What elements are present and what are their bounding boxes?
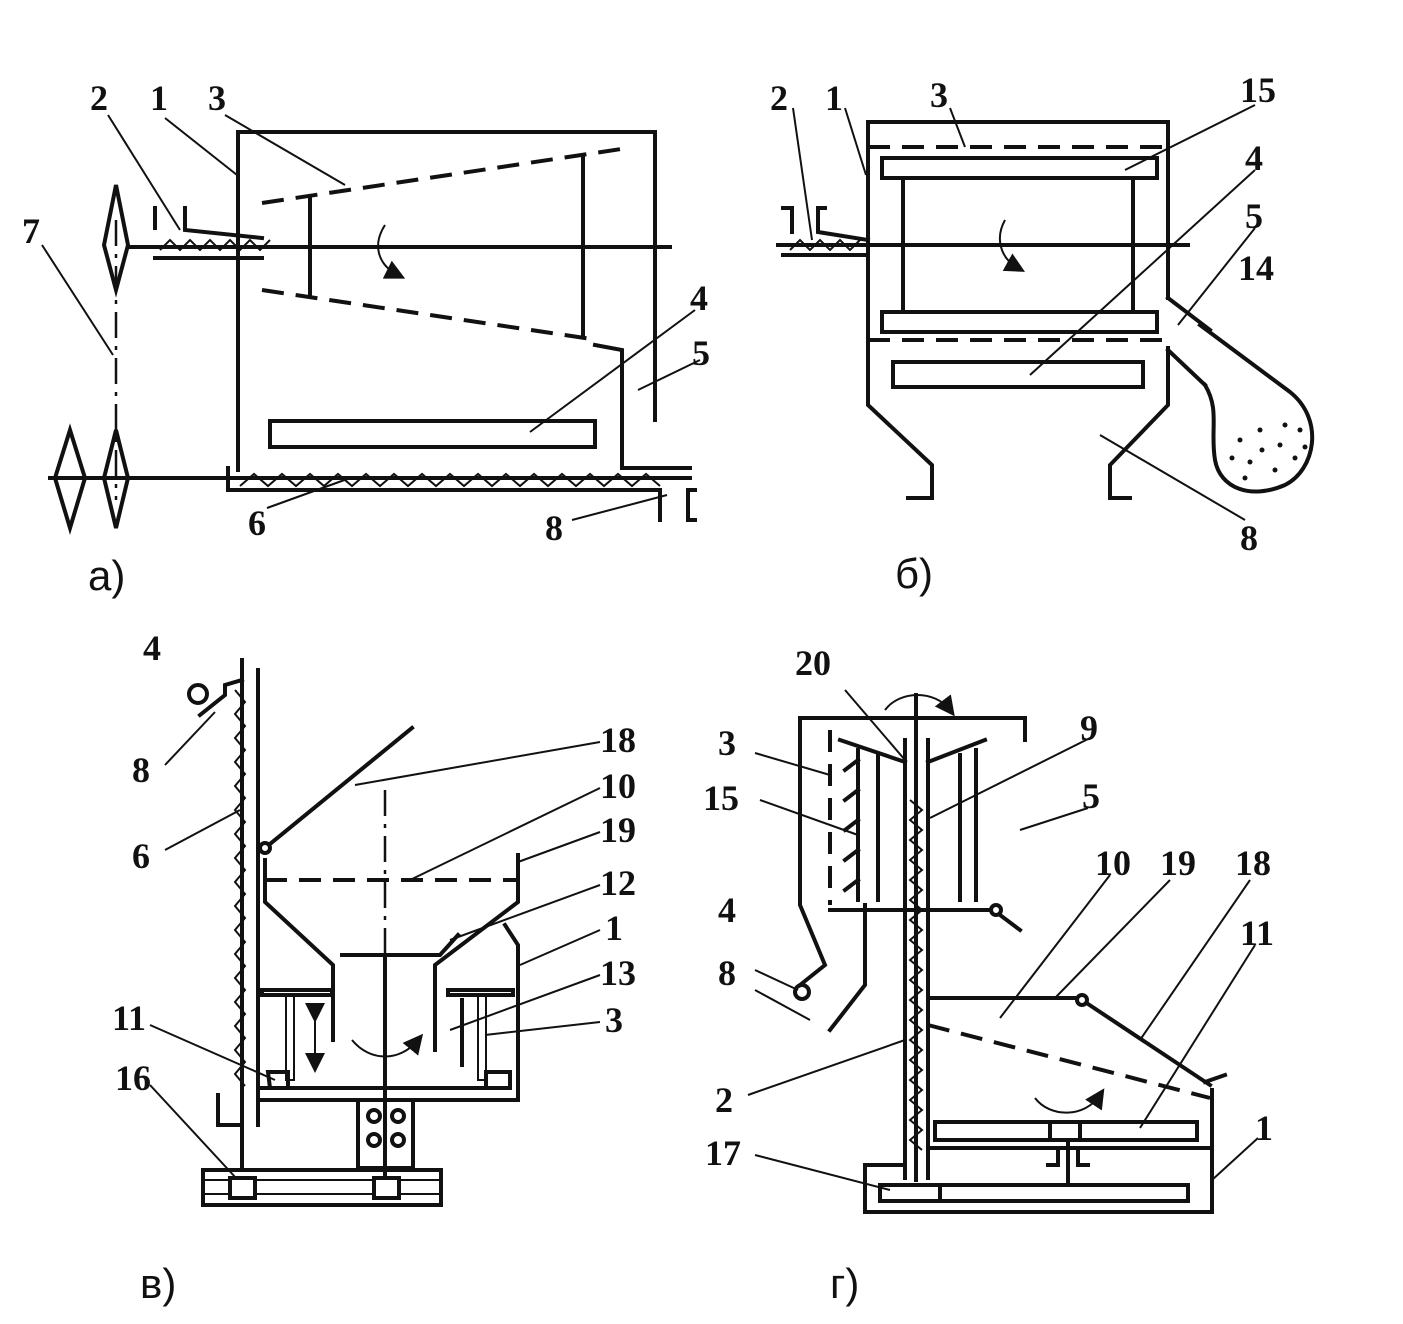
label-4: 4 (690, 278, 708, 318)
label-5: 5 (1082, 776, 1100, 816)
rotation-arrow-icon (1034, 1088, 1105, 1114)
label-1: 1 (605, 908, 623, 948)
label-19: 19 (1160, 843, 1196, 883)
inlet-screw (159, 238, 271, 252)
label-4: 4 (143, 628, 161, 668)
tray-11-right (484, 1070, 512, 1090)
panel-b: 2 1 3 15 4 5 14 8 б) (770, 70, 1315, 597)
caption-b: б) (895, 550, 933, 597)
vertical-screw (908, 799, 924, 1151)
rotation-arrow-icon (377, 224, 406, 279)
label-8: 8 (718, 953, 736, 993)
blades-15 (842, 757, 861, 893)
label-8: 8 (545, 508, 563, 548)
top-housing (797, 716, 1027, 988)
label-15: 15 (1240, 70, 1276, 110)
label-8: 8 (1240, 518, 1258, 558)
panel-g: 20 3 15 9 5 10 19 18 11 4 8 2 17 1 г) (703, 643, 1274, 1307)
label-4: 4 (718, 890, 736, 930)
label-3: 3 (930, 75, 948, 115)
belt-drive (201, 1168, 443, 1207)
label-15: 15 (703, 778, 739, 818)
label-1: 1 (150, 78, 168, 118)
rotor-disc (340, 932, 461, 957)
collector-tray (891, 360, 1145, 389)
label-12: 12 (600, 863, 636, 903)
rotation-arrow-icon (351, 1033, 424, 1058)
label-13: 13 (600, 953, 636, 993)
label-11: 11 (112, 998, 146, 1038)
bag-granules (1229, 422, 1308, 481)
spout-hook (793, 983, 811, 1001)
label-5: 5 (692, 333, 710, 373)
label-6: 6 (248, 503, 266, 543)
label-20: 20 (795, 643, 831, 683)
screen-drum-bottom (261, 288, 599, 342)
label-3: 3 (718, 723, 736, 763)
rotation-arrow-top-icon (884, 694, 955, 717)
label-10: 10 (1095, 843, 1131, 883)
label-3: 3 (208, 78, 226, 118)
label-18: 18 (1235, 843, 1271, 883)
paddle-bottom (880, 310, 1159, 334)
paddle-top (880, 156, 1159, 180)
label-10: 10 (600, 766, 636, 806)
label-1: 1 (825, 78, 843, 118)
label-16: 16 (115, 1058, 151, 1098)
label-3: 3 (605, 1000, 623, 1040)
label-9: 9 (1080, 708, 1098, 748)
hinged-lid (1079, 997, 1213, 1088)
label-19: 19 (600, 810, 636, 850)
sprocket-pulley (52, 423, 88, 535)
housing-outline (236, 130, 657, 472)
pulley-left (228, 1176, 257, 1200)
discharge-chute (592, 342, 692, 470)
screen-drum-top (261, 146, 629, 205)
label-4: 4 (1245, 138, 1263, 178)
label-8: 8 (132, 750, 150, 790)
hopper-cone-right (433, 853, 520, 1052)
label-2: 2 (90, 78, 108, 118)
sprocket-bottom (101, 429, 131, 529)
label-11: 11 (1240, 913, 1274, 953)
hopper-cone-left (263, 858, 335, 1042)
auger-screw (239, 472, 661, 488)
screen-3-right (477, 994, 487, 1081)
outer-body (863, 1088, 1214, 1214)
label-7: 7 (22, 211, 40, 251)
rotation-arrow-icon (998, 219, 1025, 272)
collection-bag (1197, 322, 1315, 494)
label-2: 2 (715, 1080, 733, 1120)
hopper-left (866, 253, 934, 500)
label-18: 18 (600, 720, 636, 760)
caption-v: в) (140, 1260, 176, 1307)
sieve-10 (927, 1023, 1211, 1100)
panel-v: 4 8 6 18 10 19 12 1 13 3 11 16 в) (112, 628, 636, 1307)
pulley-right (372, 1176, 401, 1200)
housing-outline (866, 120, 1170, 300)
hinged-lid (262, 725, 415, 851)
panel-a: 2 1 3 7 4 5 6 8 а) (22, 78, 710, 599)
label-14: 14 (1238, 248, 1274, 288)
label-1: 1 (1255, 1108, 1273, 1148)
tray-11-left (265, 1070, 290, 1090)
label-6: 6 (132, 836, 150, 876)
screen-3-left (285, 994, 295, 1081)
spout-hook (187, 683, 209, 705)
label-2: 2 (770, 78, 788, 118)
label-17: 17 (705, 1133, 741, 1173)
hopper-right (1108, 346, 1170, 500)
belt-drive (878, 1183, 1190, 1203)
caption-a: а) (88, 552, 125, 599)
collector-tray (268, 419, 597, 449)
bucket-elevator-screw (233, 689, 247, 1087)
inlet-screw (789, 238, 861, 252)
label-5: 5 (1245, 196, 1263, 236)
caption-g: г) (830, 1260, 859, 1307)
